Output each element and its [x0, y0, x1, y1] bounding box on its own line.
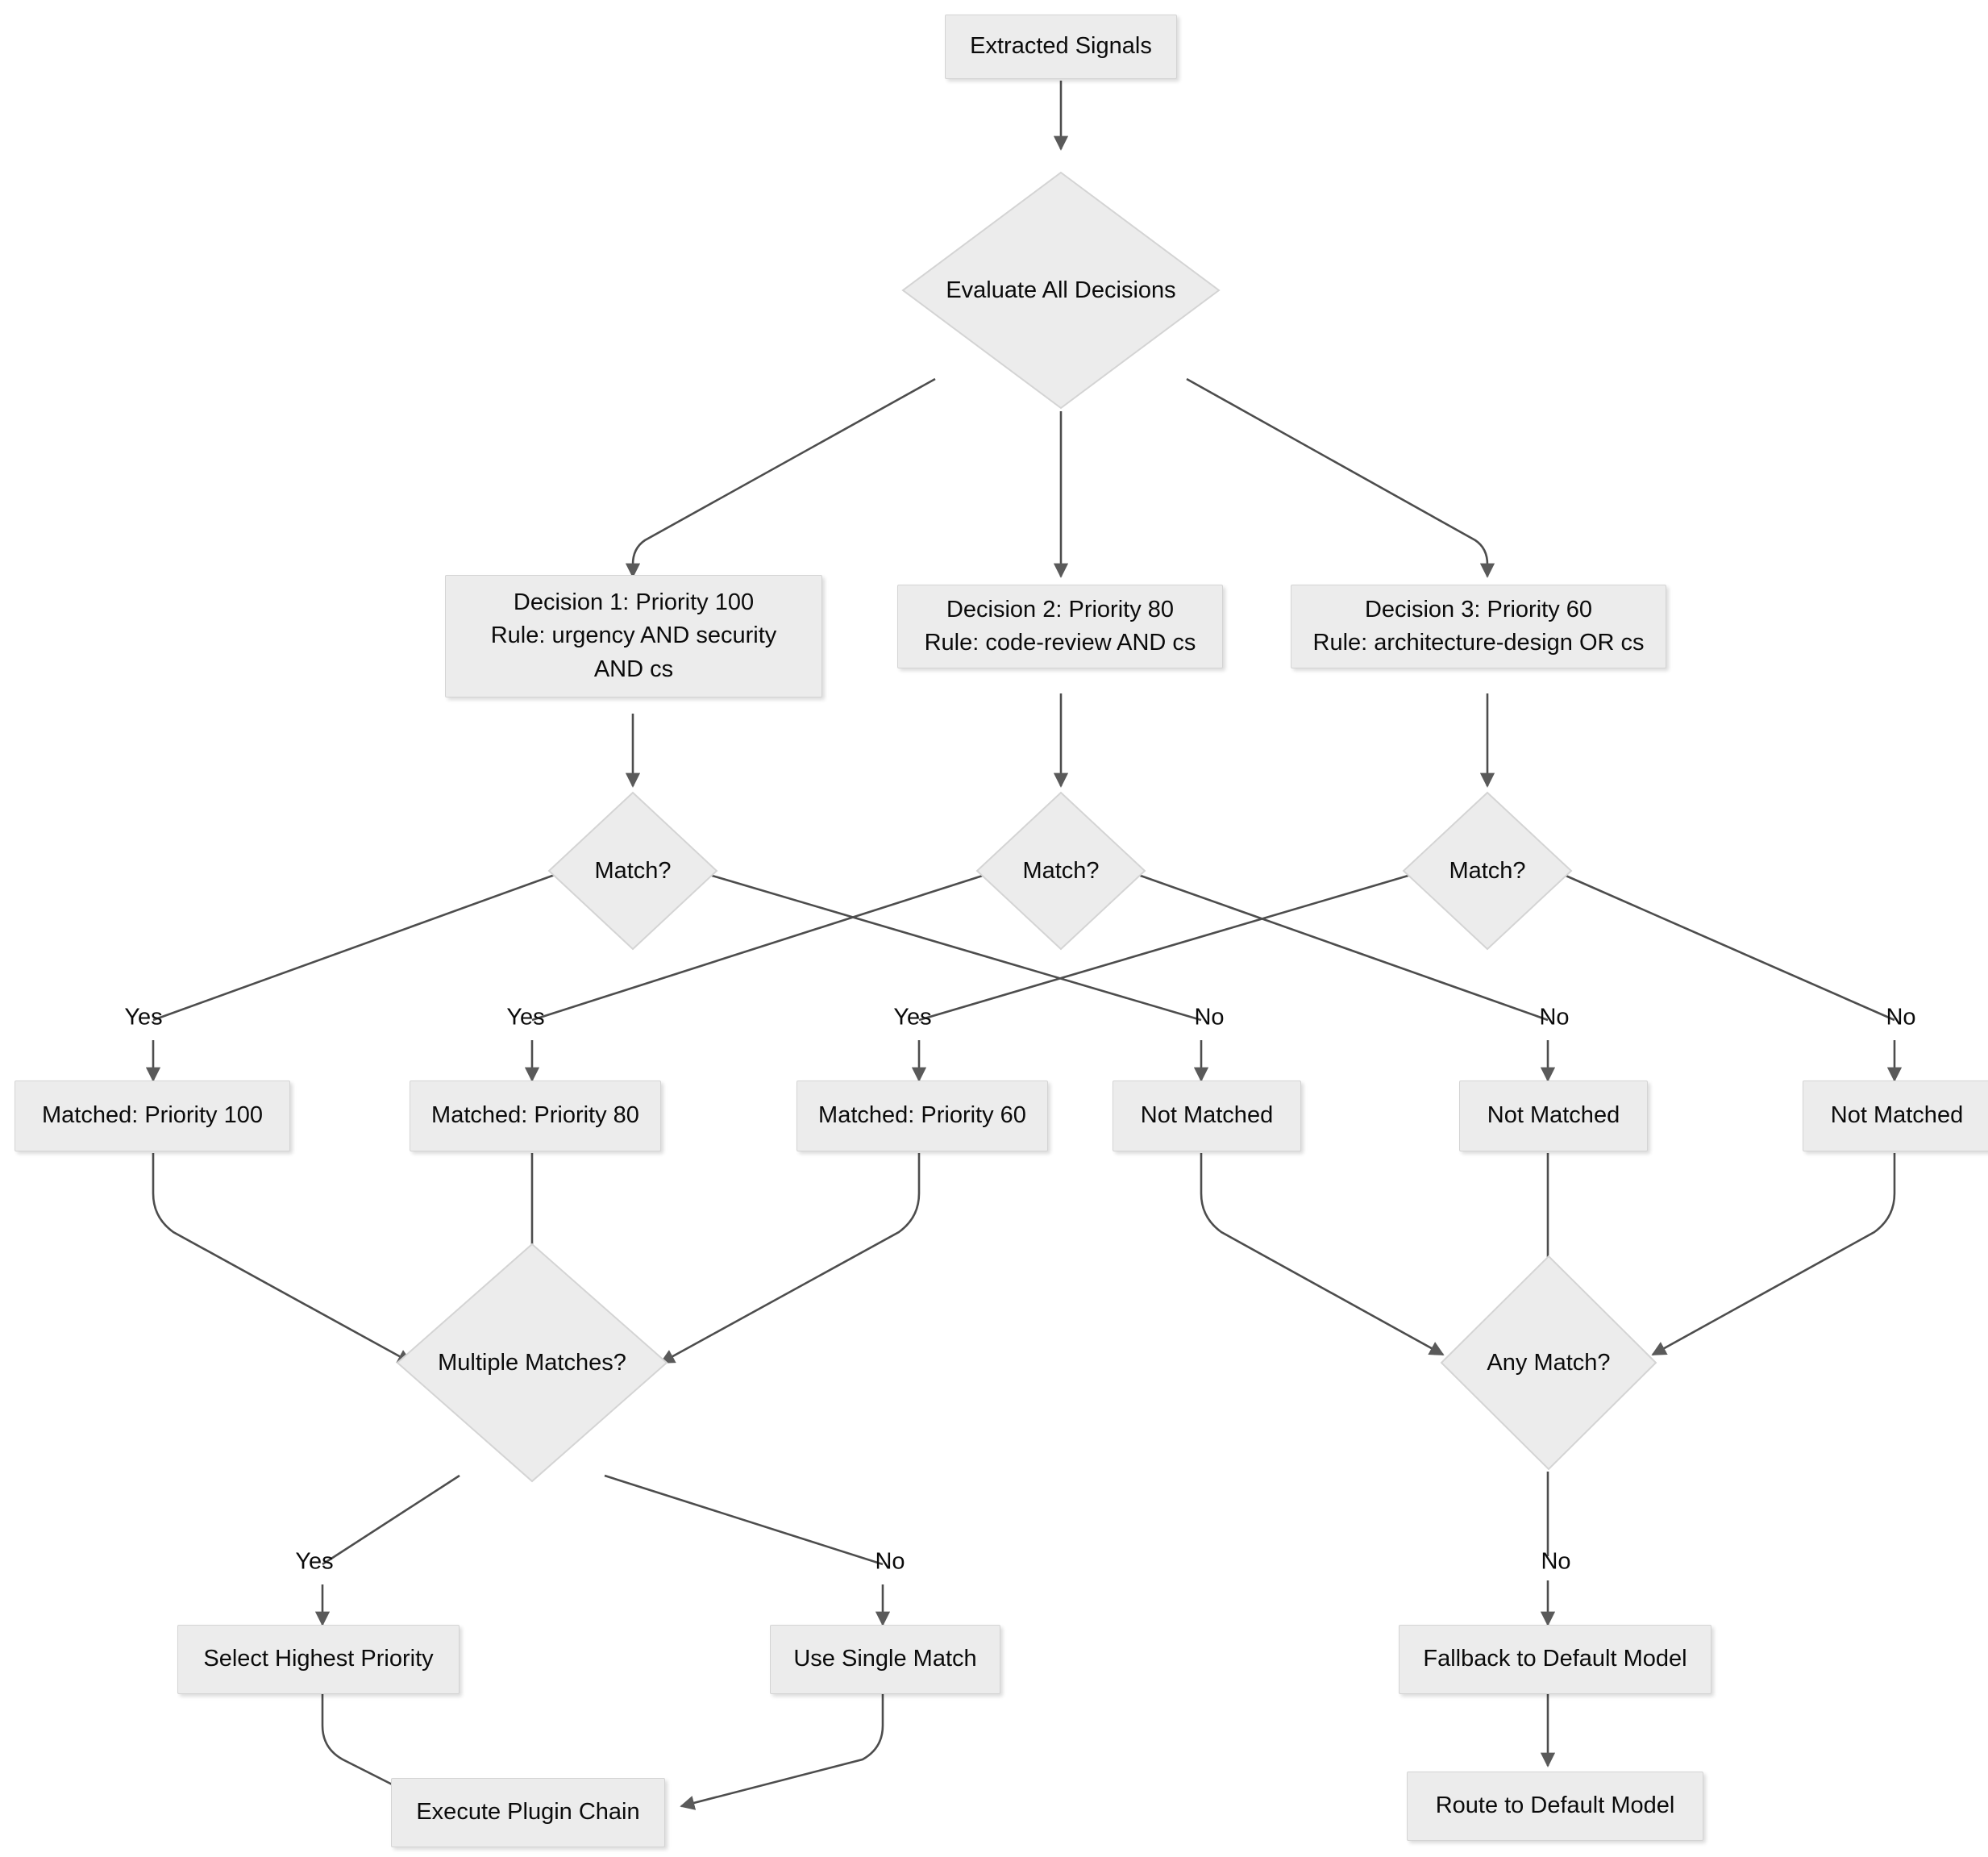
node-match-2[interactable]: Match? — [975, 790, 1147, 951]
node-use-single-match[interactable]: Use Single Match — [770, 1625, 1000, 1694]
node-match-1-label: Match? — [594, 857, 672, 884]
node-match-2-label: Match? — [1022, 857, 1100, 884]
node-decision-2-line-2: Rule: code-review AND cs — [924, 630, 1196, 656]
node-match-3-label: Match? — [1449, 857, 1526, 884]
node-matched-priority-100-label: Matched: Priority 100 — [41, 1102, 263, 1129]
node-use-single-match-label: Use Single Match — [793, 1646, 977, 1672]
edge-label-no-3: No — [1886, 1004, 1916, 1031]
node-extracted-signals[interactable]: Extracted Signals — [945, 15, 1177, 79]
edge-match1-yes — [152, 873, 555, 1022]
node-decision-1-line-2: Rule: urgency AND security — [490, 622, 777, 649]
node-multiple-matches-label: Multiple Matches? — [438, 1349, 626, 1376]
node-select-highest-priority[interactable]: Select Highest Priority — [177, 1625, 460, 1694]
node-execute-plugin-chain[interactable]: Execute Plugin Chain — [391, 1778, 665, 1847]
node-match-3[interactable]: Match? — [1401, 790, 1574, 951]
node-matched-priority-100[interactable]: Matched: Priority 100 — [15, 1080, 290, 1151]
node-route-to-default-model-label: Route to Default Model — [1435, 1792, 1675, 1819]
node-not-matched-2[interactable]: Not Matched — [1459, 1080, 1648, 1151]
node-evaluate-all-decisions[interactable]: Evaluate All Decisions — [900, 169, 1222, 411]
node-execute-plugin-chain-label: Execute Plugin Chain — [416, 1799, 640, 1826]
node-not-matched-1[interactable]: Not Matched — [1113, 1080, 1301, 1151]
node-decision-3[interactable]: Decision 3: Priority 60 Rule: architectu… — [1291, 585, 1666, 668]
diamond-shape — [1402, 791, 1573, 951]
node-not-matched-3-label: Not Matched — [1830, 1102, 1964, 1129]
node-decision-3-line-2: Rule: architecture-design OR cs — [1312, 630, 1645, 656]
edge-label-yes-2: Yes — [506, 1004, 545, 1031]
edge-multi-no — [604, 1474, 884, 1566]
node-not-matched-2-label: Not Matched — [1487, 1102, 1620, 1129]
node-decision-1[interactable]: Decision 1: Priority 100 Rule: urgency A… — [445, 575, 822, 697]
diamond-shape — [1440, 1255, 1657, 1471]
edge-match3-no — [1563, 873, 1895, 1022]
node-matched-priority-60-label: Matched: Priority 60 — [818, 1102, 1026, 1129]
node-fallback-to-default-model-label: Fallback to Default Model — [1423, 1646, 1687, 1672]
node-route-to-default-model[interactable]: Route to Default Model — [1407, 1772, 1703, 1841]
edge-label-multiple-matches-yes: Yes — [295, 1548, 334, 1575]
node-matched-priority-80[interactable]: Matched: Priority 80 — [410, 1080, 661, 1151]
diamond-shape — [901, 171, 1221, 410]
edge-evaluate-to-d3 — [1186, 377, 1495, 578]
node-matched-priority-80-label: Matched: Priority 80 — [431, 1102, 639, 1129]
diamond-shape — [547, 791, 718, 951]
node-decision-1-line-3: AND cs — [593, 656, 674, 682]
node-matched-priority-60[interactable]: Matched: Priority 60 — [796, 1080, 1048, 1151]
edge-label-multiple-matches-no: No — [875, 1548, 905, 1575]
node-not-matched-3[interactable]: Not Matched — [1803, 1080, 1988, 1151]
edge-usesingle-to-execute — [680, 1693, 884, 1810]
node-evaluate-all-decisions-label: Evaluate All Decisions — [946, 277, 1176, 303]
edge-notmatched1-to-any — [1200, 1153, 1445, 1356]
edge-matched100-to-multi — [152, 1153, 413, 1364]
node-extracted-signals-label: Extracted Signals — [970, 33, 1152, 60]
edge-label-yes-3: Yes — [893, 1004, 932, 1031]
diamond-shape — [396, 1243, 668, 1483]
node-fallback-to-default-model[interactable]: Fallback to Default Model — [1399, 1625, 1711, 1694]
edge-label-no-1: No — [1194, 1004, 1225, 1031]
node-decision-2[interactable]: Decision 2: Priority 80 Rule: code-revie… — [897, 585, 1223, 668]
diamond-shape — [975, 791, 1146, 951]
edge-multi-yes — [322, 1474, 460, 1566]
node-any-match[interactable]: Any Match? — [1439, 1254, 1658, 1472]
edge-label-any-match-no: No — [1541, 1548, 1571, 1575]
node-decision-2-line-1: Decision 2: Priority 80 — [946, 596, 1175, 622]
edge-notmatched3-to-any — [1651, 1153, 1896, 1356]
node-match-1[interactable]: Match? — [547, 790, 719, 951]
node-multiple-matches[interactable]: Multiple Matches? — [395, 1242, 669, 1484]
edge-label-yes-1: Yes — [124, 1004, 163, 1031]
node-not-matched-1-label: Not Matched — [1140, 1102, 1274, 1129]
node-select-highest-priority-label: Select Highest Priority — [203, 1646, 434, 1672]
edge-matched60-to-multi — [659, 1153, 921, 1364]
node-any-match-label: Any Match? — [1487, 1349, 1611, 1376]
node-decision-1-line-1: Decision 1: Priority 100 — [513, 589, 755, 616]
edge-label-no-2: No — [1539, 1004, 1570, 1031]
node-decision-3-line-1: Decision 3: Priority 60 — [1364, 596, 1593, 622]
edge-evaluate-to-d1 — [625, 377, 936, 578]
